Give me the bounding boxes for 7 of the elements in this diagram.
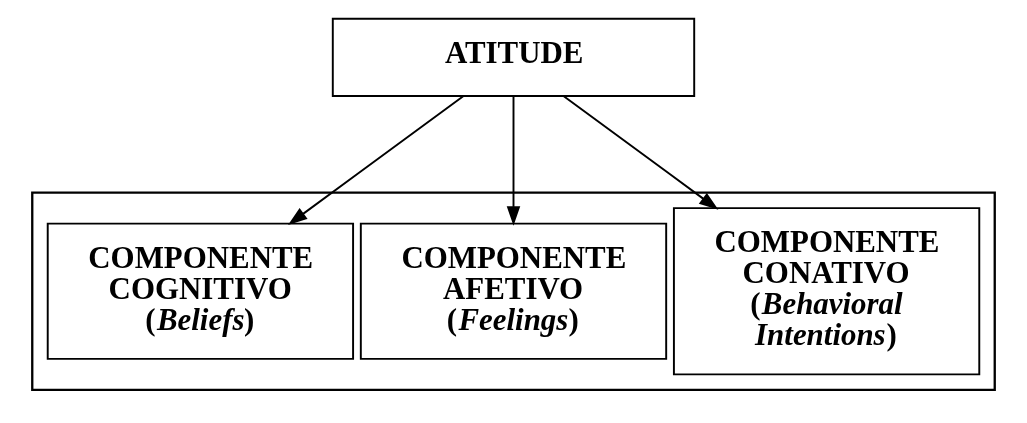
arrow bbox=[506, 94, 521, 226]
node-box: ATITUDE bbox=[331, 17, 696, 97]
node-box: COMPONENTE CONATIVO (Behavioral Intentions) bbox=[672, 206, 981, 375]
arrow bbox=[288, 94, 465, 225]
node-box: COMPONENTE COGNITIVO (Beliefs) bbox=[46, 222, 355, 360]
node-box: COMPONENTE AFETIVO (Feelings) bbox=[359, 222, 668, 360]
arrow bbox=[562, 94, 719, 210]
